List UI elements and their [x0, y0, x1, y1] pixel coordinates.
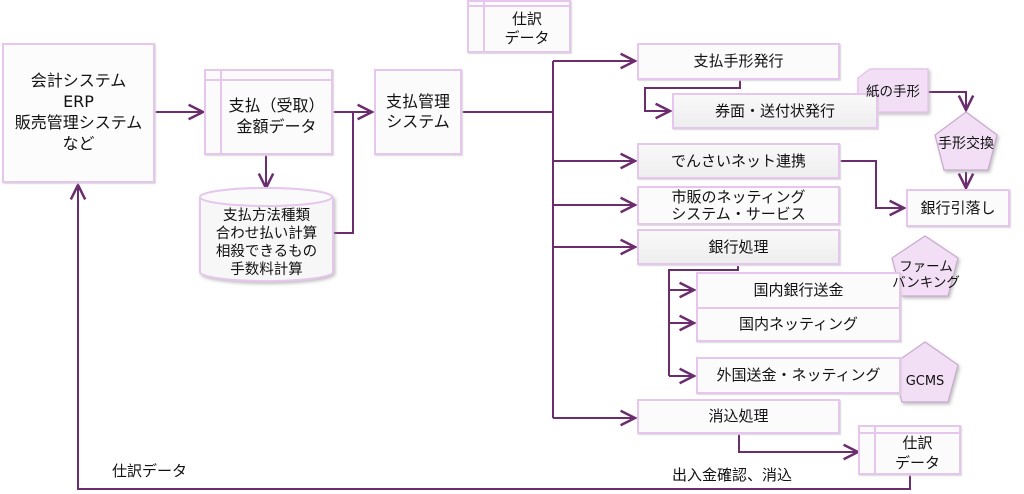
arrow-recon-to-journal — [738, 432, 858, 452]
arrow-paper-to-exchange — [928, 91, 966, 110]
payment-amount-data-label: 支払（受取） 金額データ — [228, 96, 325, 136]
foreign-transfer-label: 外国送金・ネッティング — [716, 366, 881, 385]
reconciliation-label: 消込処理 — [708, 407, 769, 426]
journal-data-top-store[interactable]: 仕訳 データ — [467, 0, 571, 53]
foreign-transfer-box[interactable]: 外国送金・ネッティング — [696, 357, 901, 394]
source-systems-box[interactable]: 会計システム ERP 販売管理システム など — [2, 43, 155, 183]
payment-amount-data-store[interactable]: 支払（受取） 金額データ — [204, 69, 333, 155]
store-header-line — [860, 432, 959, 434]
payment-mgmt-system-box[interactable]: 支払管理 システム — [374, 69, 462, 155]
payment-method-db-label: 支払方法種類 合わせ払い計算 相殺できるもの 手数料計算 — [215, 207, 318, 279]
journal-feedback-label: 仕訳データ — [112, 462, 188, 480]
netting-service-label: 市販のネッティング システム・サービス — [671, 188, 806, 223]
bank-processing-box[interactable]: 銀行処理 — [637, 229, 840, 265]
store-side-line — [483, 2, 485, 51]
payment-mgmt-system-label: 支払管理 システム — [385, 92, 450, 131]
store-header-line — [206, 79, 331, 81]
densai-link-box[interactable]: でんさいネット連携 — [637, 143, 840, 179]
arrow-densai-to-debit — [840, 160, 904, 208]
voucher-issuance-label: 券面・送付状発行 — [714, 101, 835, 120]
bank-debit-box[interactable]: 銀行引落し — [906, 189, 1010, 227]
gcms-label: GCMS — [905, 374, 945, 390]
store-side-line — [220, 71, 222, 153]
domestic-netting-label: 国内ネッティング — [738, 315, 859, 334]
source-systems-label: 会計システム ERP 販売管理システム など — [14, 71, 143, 153]
bill-issuance-box[interactable]: 支払手形発行 — [637, 43, 840, 80]
store-side-line — [874, 427, 876, 473]
bank-processing-label: 銀行処理 — [708, 237, 769, 256]
bill-exchange-label: 手形交換 — [938, 135, 994, 152]
firm-banking-label: ファーム バンキング — [892, 259, 960, 291]
paper-bill-label: 紙の手形 — [866, 83, 920, 100]
domestic-netting-box[interactable]: 国内ネッティング — [696, 307, 901, 342]
netting-service-box[interactable]: 市販のネッティング システム・サービス — [637, 186, 840, 225]
bill-issuance-label: 支払手形発行 — [693, 52, 784, 71]
journal-data-top-label: 仕訳 データ — [504, 9, 550, 48]
line-db-to-mgmt — [333, 112, 354, 234]
journal-data-bottom-label: 仕訳 データ — [894, 434, 940, 472]
reconciliation-box[interactable]: 消込処理 — [637, 399, 840, 434]
densai-link-label: でんさいネット連携 — [670, 151, 806, 170]
deposit-confirm-label: 出入金確認、消込 — [672, 466, 793, 484]
voucher-issuance-box[interactable]: 券面・送付状発行 — [672, 93, 878, 129]
domestic-transfer-label: 国内銀行送金 — [753, 281, 844, 300]
domestic-transfer-box[interactable]: 国内銀行送金 — [696, 272, 901, 309]
store-header-line — [469, 5, 569, 7]
bank-debit-label: 銀行引落し — [920, 198, 996, 217]
journal-data-bottom-store[interactable]: 仕訳 データ — [858, 425, 961, 475]
